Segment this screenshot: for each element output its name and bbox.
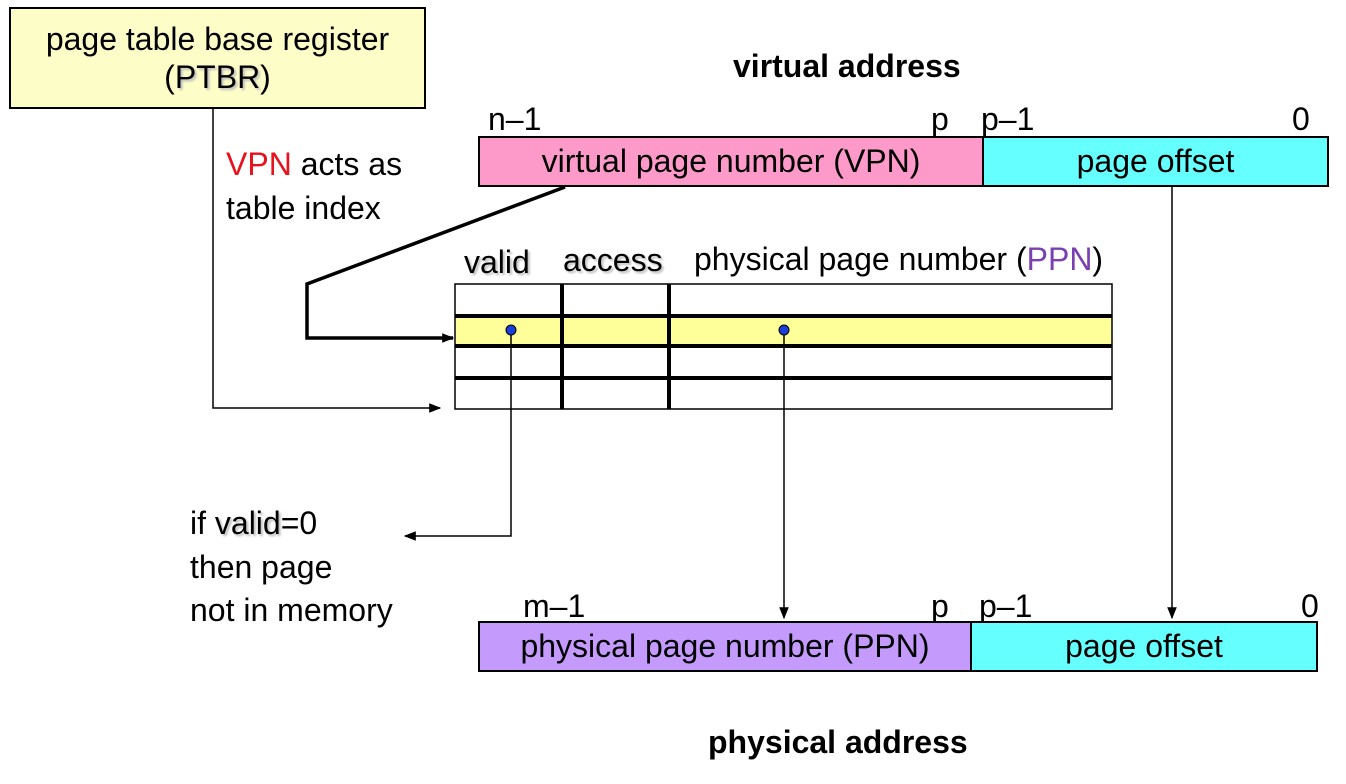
ptbr-pointer-arrow (212, 109, 442, 413)
valid-check-arrow (403, 335, 512, 541)
ptbr-open-paren: ( (164, 59, 175, 95)
va-bit-high: n–1 (488, 101, 542, 137)
vpn-note-line1: VPN acts as (226, 148, 402, 180)
vpn-note-line2: table index (226, 190, 381, 226)
vpn-note-rest: acts as (291, 146, 403, 182)
vpn-field-label: virtual page number (VPN) (541, 143, 921, 179)
ptbr-name: PTBR (174, 59, 261, 95)
ptbr-title: page table base register (45, 21, 390, 57)
pa-bit-p: p (931, 588, 949, 624)
va-bit-p-minus-1: p–1 (981, 101, 1035, 137)
pa-bit-p-minus-1: p–1 (979, 588, 1033, 624)
vpn-note-vpn: VPN (226, 146, 292, 182)
valid-note-line1: if valid=0 (190, 507, 317, 539)
column-header-access: access (563, 242, 663, 278)
ptbr-box: page table base register (PTBR) (9, 7, 426, 109)
column-header-ppn-post: ) (1092, 241, 1104, 277)
va-offset-label: page offset (1076, 143, 1235, 179)
valid-note-line3: not in memory (190, 592, 393, 628)
column-header-valid: valid (464, 244, 530, 280)
vpn-index-arrow (305, 185, 566, 343)
va-offset-field: page offset (982, 136, 1329, 187)
column-header-ppn-abbrev: PPN (1026, 241, 1093, 277)
va-bit-zero: 0 (1292, 101, 1310, 137)
valid-note-post: =0 (280, 505, 318, 541)
valid-bit-dot (505, 324, 517, 336)
column-header-ppn: physical page number (PPN) (694, 243, 1103, 275)
ptbr-close-paren: ) (260, 59, 271, 95)
ptbr-abbrev-line: (PTBR) (164, 58, 271, 96)
ppn-field: physical page number (PPN) (478, 621, 972, 672)
valid-note-valid: valid (214, 505, 281, 541)
vpn-field: virtual page number (VPN) (478, 136, 984, 187)
va-bit-p: p (931, 101, 949, 137)
column-header-ppn-pre: physical page number ( (694, 241, 1027, 277)
ppn-field-label: physical page number (PPN) (520, 628, 930, 664)
pa-offset-label: page offset (1065, 628, 1223, 664)
physical-address-title: physical address (708, 724, 968, 760)
valid-note-line2: then page (190, 549, 333, 585)
valid-note-pre: if (190, 505, 215, 541)
pa-bit-zero: 0 (1301, 588, 1319, 624)
ppn-dot (778, 324, 790, 336)
virtual-address-title: virtual address (733, 48, 961, 84)
pa-bit-high: m–1 (523, 588, 586, 624)
pa-offset-field: page offset (970, 621, 1318, 672)
